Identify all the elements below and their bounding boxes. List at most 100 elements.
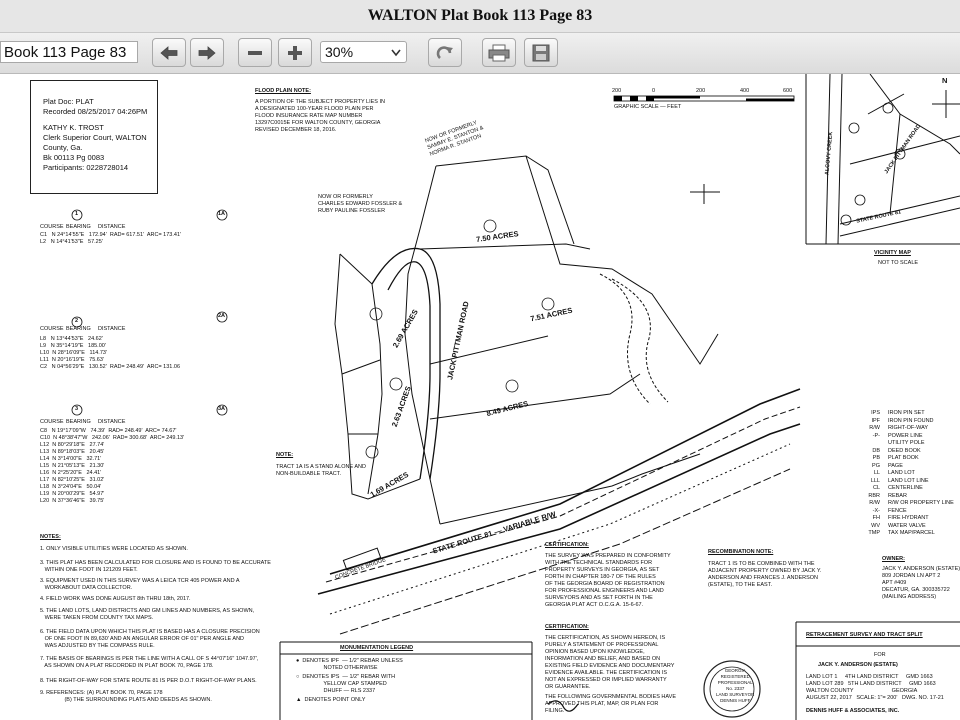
recording-line: Participants: 0228728014	[43, 163, 129, 172]
legend-abbrev: WV	[871, 522, 880, 529]
title-block-title: RETRACEMENT SURVEY AND TRACT SPLIT	[806, 632, 923, 638]
legend-meaning: TAX MAP/PARCEL	[888, 530, 935, 536]
notes-title: NOTES:	[40, 534, 61, 540]
legend-abbrev: R/W	[869, 425, 880, 431]
print-button[interactable]	[482, 38, 516, 67]
scale-tick: 200	[696, 88, 706, 94]
legend-abbrev: LLL	[870, 477, 880, 484]
note-item: 6. THE FIELD DATA UPON WHICH THIS PLAT I…	[40, 629, 260, 649]
document-name-field[interactable]: Book 113 Page 83	[0, 41, 138, 63]
scale-caption: GRAPHIC SCALE — FEET	[614, 104, 682, 110]
owner-title: OWNER:	[882, 556, 905, 562]
note-item: 3. EQUIPMENT USED IN THIS SURVEY WAS A L…	[40, 578, 240, 591]
document-viewer[interactable]: Plat Doc: PLAT Recorded 08/25/2017 04:26…	[0, 74, 960, 720]
recording-info-box: Plat Doc: PLAT Recorded 08/25/2017 04:26…	[30, 80, 158, 194]
legend-abbrev: -P-	[872, 432, 880, 439]
zoom-out-button[interactable]	[238, 38, 272, 67]
table-row: L9 N 35°14'19"E 185.00'	[40, 343, 106, 349]
legend-abbrev: PG	[872, 462, 880, 469]
table-row: L15 N 21°05'13"E 21.30'	[40, 463, 105, 469]
recording-line: Plat Doc: PLAT	[43, 97, 94, 106]
legend-meaning: WATER VALVE	[888, 522, 926, 529]
legend-abbrev: RBR	[868, 492, 880, 499]
legend-meaning: CENTERLINE	[888, 485, 923, 491]
floppy-icon	[532, 44, 550, 61]
approval-text: THE FOLLOWING GOVERNMENTAL BODIES HAVE A…	[545, 694, 677, 714]
legend-meaning: PLAT BOOK	[888, 455, 919, 461]
legend-abbrev: IPF	[871, 417, 880, 424]
certification-text: THE SURVEY WAS PREPARED IN CONFORMITY WI…	[545, 553, 671, 608]
legend-row: -X-FENCE	[858, 508, 958, 516]
title-block-row: AUGUST 22, 2017 SCALE: 1"= 200' DWG. NO.…	[806, 695, 944, 701]
table-header: COURSE	[40, 326, 64, 332]
monumentation-item: ○ DENOTES IPS — 1/2" REBAR WITH YELLOW C…	[296, 674, 396, 694]
table-row: L11 N 20°16'19"E 75.63'	[40, 357, 104, 363]
table-row: L16 N 2°25'20"E 24.41'	[40, 470, 102, 476]
plat-drawing	[71, 74, 960, 720]
legend-meaning: RIGHT-OF-WAY	[888, 425, 929, 431]
monumentation-title: MONUMENTATION LEGEND	[340, 645, 414, 651]
title-block-footer: DENNIS HUFF & ASSOCIATES, INC.	[806, 708, 900, 714]
table-row: L20 N 37°36'46"E 39.75'	[40, 498, 105, 504]
legend-meaning: IRON PIN SET	[888, 410, 925, 416]
table-row: C2 N 04°56'29"E 130.52' RAD= 248.49' ARC…	[40, 364, 181, 370]
zoom-value: 30%	[325, 44, 354, 60]
recombination-text: TRACT 1 IS TO BE COMBINED WITH THE ADJAC…	[708, 561, 822, 588]
monumentation-item: ● DENOTES IPF — 1/2" REBAR UNLESS NOTED …	[296, 658, 403, 671]
arrow-left-icon	[160, 45, 178, 60]
monumentation-item: ▲ DENOTES POINT ONLY	[296, 697, 366, 703]
table-row: C10 N 48°38'47"W 242.06' RAD= 300.68' AR…	[40, 435, 185, 441]
legend-row: UTILITY POLE	[858, 440, 958, 448]
minus-icon	[248, 50, 262, 55]
north-arrow-label: N	[942, 76, 948, 85]
viewer-toolbar: Book 113 Page 83 30%	[0, 33, 960, 74]
save-button[interactable]	[524, 38, 558, 67]
rotate-button[interactable]	[428, 38, 462, 67]
arrow-right-icon	[198, 45, 216, 60]
rotate-icon	[436, 45, 453, 59]
zoom-select[interactable]: 30%	[320, 41, 407, 63]
legend-abbrev: R/W	[869, 500, 880, 506]
legend-meaning: UTILITY POLE	[888, 440, 925, 446]
legend-row: CL CENTERLINE	[858, 485, 958, 493]
table-row: L14 N 3°14'00"E 32.71'	[40, 456, 102, 462]
flood-plain-text: A PORTION OF THE SUBJECT PROPERTY LIES I…	[255, 99, 385, 133]
table-header: DISTANCE	[98, 224, 126, 230]
legend-meaning: REBAR	[888, 492, 907, 499]
legend-abbrev: TMP	[868, 530, 880, 536]
legend-meaning: LAND LOT LINE	[888, 477, 929, 484]
title-block-client: JACK Y. ANDERSON (ESTATE)	[818, 662, 898, 668]
note-item: 4. FIELD WORK WAS DONE AUGUST 8th THRU 1…	[40, 596, 191, 602]
scale-tick: 400	[740, 88, 750, 94]
table-row: L17 N 82°10'25"E 31.02'	[40, 477, 105, 483]
legend-abbrev: CL	[872, 485, 880, 491]
legend-abbrev: DB	[872, 447, 880, 454]
table-row: L2 N 14°41'53"E 57.25'	[40, 239, 103, 245]
legend-meaning: PAGE	[888, 462, 903, 469]
next-page-button[interactable]	[190, 38, 224, 67]
previous-page-button[interactable]	[152, 38, 186, 67]
scale-tick: 600	[783, 88, 793, 94]
table-row: L10 N 28°16'09"E 114.73'	[40, 350, 108, 356]
plus-icon	[288, 45, 302, 60]
legend-meaning: FENCE	[888, 507, 907, 514]
recombination-title: RECOMBINATION NOTE:	[708, 549, 774, 555]
tract-marker: 3	[75, 406, 79, 412]
table-row: L12 N 80°29'18"E 27.74'	[40, 442, 105, 448]
tract-marker: 2A	[218, 313, 226, 319]
certification-text: THE CERTIFICATION, AS SHOWN HEREON, IS P…	[545, 635, 675, 690]
zoom-in-button[interactable]	[278, 38, 312, 67]
printer-icon	[488, 44, 510, 61]
table-header: COURSE	[40, 224, 64, 230]
legend-row: R/W RIGHT-OF-WAY	[858, 425, 958, 433]
recording-line: Clerk Superior Court, WALTON	[43, 133, 147, 142]
legend-row: TMP TAX MAP/PARCEL	[858, 530, 958, 538]
scale-tick: 0	[652, 88, 656, 94]
owner-text: JACK Y. ANDERSON (ESTATE) 809 JORDAN LN …	[882, 566, 960, 600]
note-item: 8. THE RIGHT-OF-WAY FOR STATE ROUTE 81 I…	[40, 678, 257, 684]
table-header: DISTANCE	[98, 326, 126, 332]
